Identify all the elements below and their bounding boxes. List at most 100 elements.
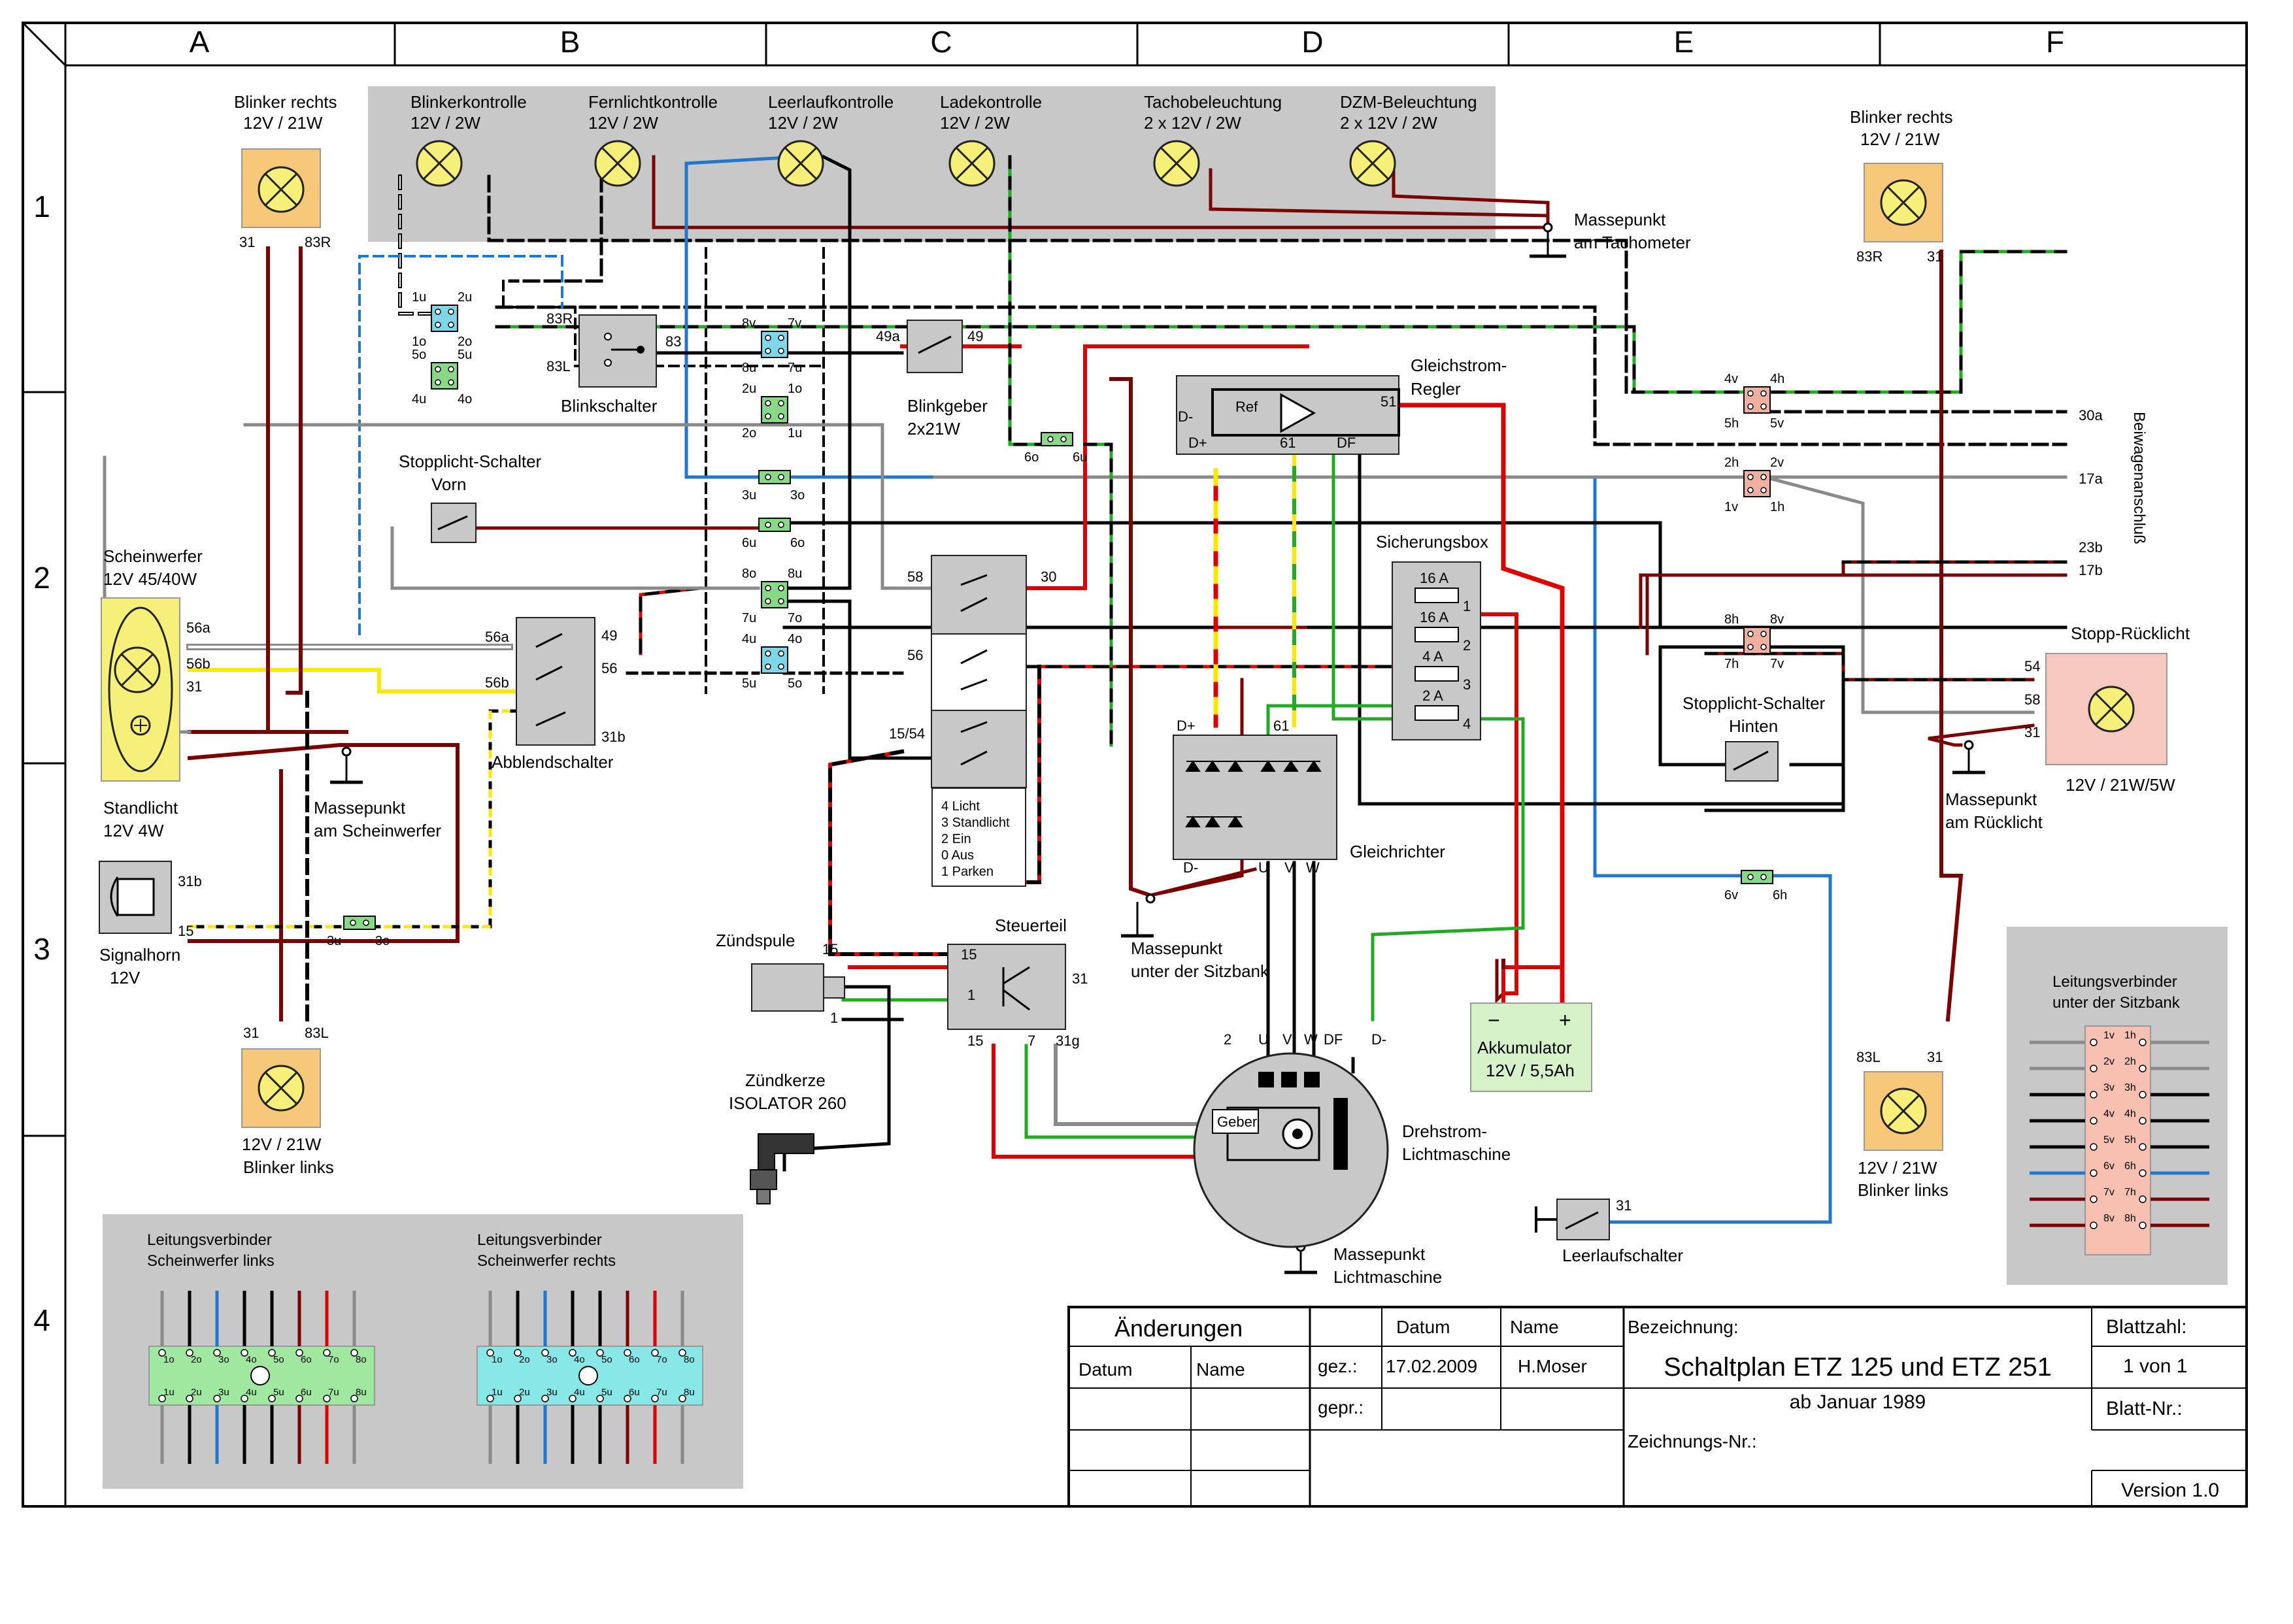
seat-pin-dot xyxy=(2139,1065,2147,1072)
tb-bezeichnung: Bezeichnung: xyxy=(1628,1317,1739,1337)
blinkschalter-pin-83l: 83L xyxy=(546,358,571,374)
blinker-right-front-pin-31: 31 xyxy=(239,234,255,250)
connector-2-pin-b: 5u xyxy=(458,348,472,362)
headlight-pin-bottom-label: 6u xyxy=(301,1387,312,1398)
indicator-lamps: Blinkerkontrolle 12V / 2W Fernlichtkontr… xyxy=(410,92,1477,187)
headlight-pin-dot xyxy=(268,1395,276,1402)
tb-name-left: Name xyxy=(1196,1359,1245,1380)
blinker-right-front-pin-83r: 83R xyxy=(305,234,331,250)
blinker-left-front-rating: 12V / 21W xyxy=(242,1135,322,1154)
blinkschalter-pin-83r: 83R xyxy=(546,310,573,327)
zuendspule-pin-1: 1 xyxy=(830,1010,838,1026)
blinkgeber: 49a 49 Blinkgeber 2x21W xyxy=(876,320,988,439)
title-block xyxy=(1067,1306,2248,1508)
headlight-pin-dot xyxy=(651,1349,659,1357)
connector-4-pin-b: 1o xyxy=(788,382,802,396)
seat-pin-dot xyxy=(2090,1091,2098,1099)
headlight-pin-dot xyxy=(569,1349,577,1357)
blinker-right-rear-label: Blinker rechts xyxy=(1850,107,1953,127)
stopp-ruecklicht: Stopp-Rücklicht 54 58 31 12V / 21W/5W xyxy=(2024,623,2190,795)
connector-13-pin-c: 7h xyxy=(1724,657,1739,671)
seat-pin-label: 1v xyxy=(2103,1030,2115,1041)
tb-zeichnungs-nr: Zeichnungs-Nr.: xyxy=(1628,1431,1757,1451)
headlight-pin-dot xyxy=(268,1349,276,1357)
blinker-right-front: Blinker rechts 12V / 21W 31 83R xyxy=(234,92,337,250)
seat-pin-label: 8h xyxy=(2124,1213,2136,1224)
signalhorn-pin-15: 15 xyxy=(178,923,193,939)
blinker-left-front-lamp-icon xyxy=(258,1065,305,1112)
grid-col-e: E xyxy=(1674,25,1694,59)
beiwagen-terminal-17b: 17b xyxy=(2079,562,2103,578)
connector-3-pin-c: 8u xyxy=(742,361,756,375)
left-panel-line2: Scheinwerfer links xyxy=(147,1252,275,1270)
connector-2-pin-c: 4u xyxy=(412,392,426,406)
beiwagen-anschluss: 30a 17a 23b 17b Beiwagenanschluß xyxy=(2079,407,2148,578)
ruecklicht-label: Stopp-Rücklicht xyxy=(2071,623,2190,643)
lichtmaschine-pin-u: U xyxy=(1258,1031,1269,1048)
headlight-pin-bottom-label: 6u xyxy=(629,1387,640,1398)
connector-3-pin-a: 8v xyxy=(742,316,756,331)
grid-col-a: A xyxy=(190,25,210,59)
seat-pin-dot xyxy=(2090,1065,2098,1072)
lichtmaschine-pin-w: W xyxy=(1304,1031,1318,1048)
connector-4-pin-d: 1u xyxy=(788,426,802,440)
headlight-pin-dot xyxy=(213,1395,221,1402)
indicator-blinker-rating: 12V / 2W xyxy=(410,113,480,133)
lichtmaschine-geber: Geber xyxy=(1217,1114,1257,1130)
headlight-pin-bottom-label: 4u xyxy=(574,1387,585,1398)
abblendschalter: 56a 56b 49 56 31b Abblendschalter xyxy=(485,617,626,772)
ground-tacho-line1: Massepunkt xyxy=(1574,210,1666,229)
connector-13-pin-b: 8v xyxy=(1770,612,1784,627)
blinker-right-rear: Blinker rechts 12V / 21W 83R 31 xyxy=(1850,107,1953,265)
seat-pin-label: 7v xyxy=(2103,1187,2115,1198)
ground-rear: Massepunkt am Rücklicht xyxy=(1945,740,2043,832)
ground-tacho: Massepunkt am Tachometer xyxy=(1530,210,1691,258)
tb-blattzahl-value: 1 von 1 xyxy=(2123,1355,2187,1377)
blinker-left-rear-lamp-icon xyxy=(1880,1087,1927,1135)
headlight-pin-dot xyxy=(678,1349,686,1357)
tb-title: Schaltplan ETZ 125 und ETZ 251 xyxy=(1664,1353,2052,1382)
connector-11-pin-c: 5h xyxy=(1724,416,1739,431)
headlight-pin-bottom-label: 7u xyxy=(656,1387,667,1398)
seat-pin-label: 2h xyxy=(2124,1056,2136,1067)
connector-8-pin-a: 4u xyxy=(742,632,756,646)
headlight-pin-dot xyxy=(624,1395,631,1402)
fuse-4-rating: 2 A xyxy=(1422,688,1443,704)
zuendspule: Zündspule 15 1 xyxy=(716,931,845,1026)
seat-panel-line2: unter der Sitzbank xyxy=(2052,994,2181,1012)
fuse-4-number: 4 xyxy=(1463,716,1471,732)
headlight-pin-bottom-label: 3u xyxy=(218,1387,229,1398)
zuendschloss-pos4: 4 Licht xyxy=(941,799,980,814)
connector-8-pin-b: 4o xyxy=(788,632,802,646)
headlight-pin-dot xyxy=(295,1395,303,1402)
connector-8-pin-c: 5u xyxy=(742,676,756,691)
blinkgeber-pin-49: 49 xyxy=(967,328,983,344)
seat-panel-line1: Leitungsverbinder xyxy=(2052,973,2177,991)
headlight-pin-dot xyxy=(295,1349,303,1357)
regler-line2: Regler xyxy=(1411,379,1461,399)
seat-pin-dot xyxy=(2090,1221,2098,1229)
ruecklicht-pin-58: 58 xyxy=(2024,691,2040,708)
connector-1-pin-b: 2u xyxy=(458,290,472,305)
headlight-pin-bottom-label: 7u xyxy=(328,1387,339,1398)
indicator-tacho-lamp-icon xyxy=(1153,140,1200,187)
wires xyxy=(103,154,2067,1224)
seat-pin-dot xyxy=(2139,1038,2147,1046)
connector-14-pin-a: 6v xyxy=(1724,888,1738,903)
blinkgeber-rating: 2x21W xyxy=(907,419,960,439)
signalhorn-label: Signalhorn xyxy=(99,945,180,965)
connector-12-pin-c: 1v xyxy=(1724,500,1738,514)
sicherungsbox-label: Sicherungsbox xyxy=(1376,532,1488,552)
akkumulator: − + Akkumulator 12V / 5,5Ah xyxy=(1470,1003,1592,1092)
headlight-pin-dot xyxy=(486,1349,494,1357)
akku-plus: + xyxy=(1559,1008,1571,1032)
connector-1-pin-c: 1o xyxy=(412,335,426,349)
headlight-pin-top-label: 7o xyxy=(656,1354,667,1365)
ground-headlight-line2: am Scheinwerfer xyxy=(314,821,441,840)
headlight-pin-bottom-label: 5u xyxy=(601,1387,612,1398)
